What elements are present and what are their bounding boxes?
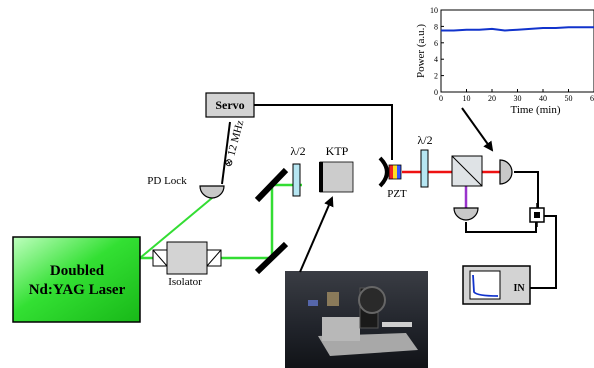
- photo-mount-block: [322, 317, 360, 341]
- isolator-polarizer-left-diagonal: [152, 249, 168, 267]
- detector-to-combiner-wire: [514, 171, 539, 210]
- optical-isolator: Isolator: [152, 241, 222, 288]
- pzt-element-red: [389, 165, 393, 179]
- half-wave-plate-2-label: λ/2: [417, 133, 432, 147]
- detector-reflected: [453, 207, 479, 221]
- combiner-to-scope-wire: [530, 215, 557, 289]
- pzt-element-yellow: [393, 165, 397, 179]
- plot-frame: [440, 9, 594, 93]
- photo-small-mount: [327, 292, 339, 306]
- mirror-lower: [254, 241, 289, 275]
- pd-lock-photodiode: [199, 185, 225, 199]
- plot-y-axis-label: Power (a.u.): [415, 24, 427, 78]
- servo-box: [205, 92, 255, 118]
- laser-label-line2: Nd:YAG Laser: [29, 282, 126, 298]
- signal-combiner: [529, 203, 545, 227]
- pd-lock-detector: PD Lock: [147, 175, 225, 199]
- pzt-mirror-assembly: PZT: [378, 156, 407, 200]
- beamsplitter-diagonal: [451, 155, 483, 187]
- photo-lens-mount: [358, 286, 386, 314]
- x-tick-label: 50: [565, 94, 573, 103]
- pzt-element-blue: [397, 165, 401, 179]
- green-beam-main: [140, 183, 302, 260]
- oscilloscope-trace: [472, 274, 499, 297]
- power-stability-plot: 0 10 20 30 40 50 60 0 2 4 6 8 10 Time (min) Power (a…: [415, 6, 594, 116]
- servo-label: Servo: [215, 98, 244, 112]
- modulation-label: ⊗ 12 MHz: [222, 119, 246, 169]
- x-tick-label: 0: [439, 94, 443, 103]
- detection-stage: λ/2: [417, 133, 545, 227]
- servo-unit: Servo ⊗ 12 MHz: [205, 92, 255, 169]
- servo-to-pzt-wire: [254, 104, 393, 160]
- oscilloscope: IN: [462, 265, 531, 305]
- x-tick-label: 20: [488, 94, 496, 103]
- pd-lock-label: PD Lock: [147, 175, 187, 187]
- y-tick-label: 8: [434, 22, 438, 31]
- green-beam-lock: [139, 197, 213, 259]
- ktp-label: KTP: [326, 144, 349, 158]
- pzt-element-frame: [388, 164, 402, 180]
- x-tick-label: 40: [539, 94, 547, 103]
- pd-lock-to-servo-wire: [221, 121, 231, 185]
- y-tick-label: 0: [434, 88, 438, 97]
- x-tick-label: 30: [514, 94, 522, 103]
- y-tick-label: 2: [434, 72, 438, 81]
- pzt-curved-mirror: [378, 156, 389, 188]
- mirror-upper: [254, 167, 289, 203]
- photo-micrometer: [382, 322, 412, 327]
- laser-body: [12, 236, 141, 323]
- plot-x-axis-label: Time (min): [510, 104, 560, 116]
- laser-label-line1: Doubled: [50, 263, 105, 279]
- x-tick-label: 60: [590, 94, 594, 103]
- half-wave-plate-1: [292, 163, 301, 197]
- laser-source: Doubled Nd:YAG Laser: [12, 236, 141, 323]
- lower-detector-to-combiner-wire: [465, 222, 537, 233]
- oscilloscope-screen: [469, 270, 501, 300]
- setup-photo: [285, 271, 428, 368]
- plot-ticks: 0 10 20 30 40 50 60 0 2 4 6 8 10: [430, 6, 594, 103]
- ktp-crystal: [319, 161, 354, 193]
- x-tick-label: 10: [463, 94, 471, 103]
- detector-transmitted: [499, 159, 513, 185]
- y-tick-label: 4: [434, 55, 438, 64]
- isolator-body: [166, 241, 208, 275]
- half-wave-plate-2: [420, 149, 429, 188]
- ktp-stage: λ/2 KTP: [290, 144, 354, 197]
- isolator-label: Isolator: [168, 276, 202, 288]
- photo-knob: [308, 300, 318, 306]
- y-tick-label: 6: [434, 39, 438, 48]
- oscilloscope-input-label: IN: [513, 283, 525, 294]
- signal-wires: [221, 104, 557, 289]
- y-tick-label: 10: [430, 6, 438, 15]
- isolator-polarizer-right-diagonal: [206, 249, 222, 267]
- half-wave-plate-1-label: λ/2: [290, 144, 305, 158]
- power-series-line: [441, 26, 594, 32]
- plot-to-detector-arrow: [461, 107, 494, 152]
- pzt-label: PZT: [387, 188, 407, 200]
- steering-mirrors: [254, 167, 289, 275]
- combiner-core: [534, 212, 540, 218]
- photo-to-ktp-arrow: [299, 196, 334, 273]
